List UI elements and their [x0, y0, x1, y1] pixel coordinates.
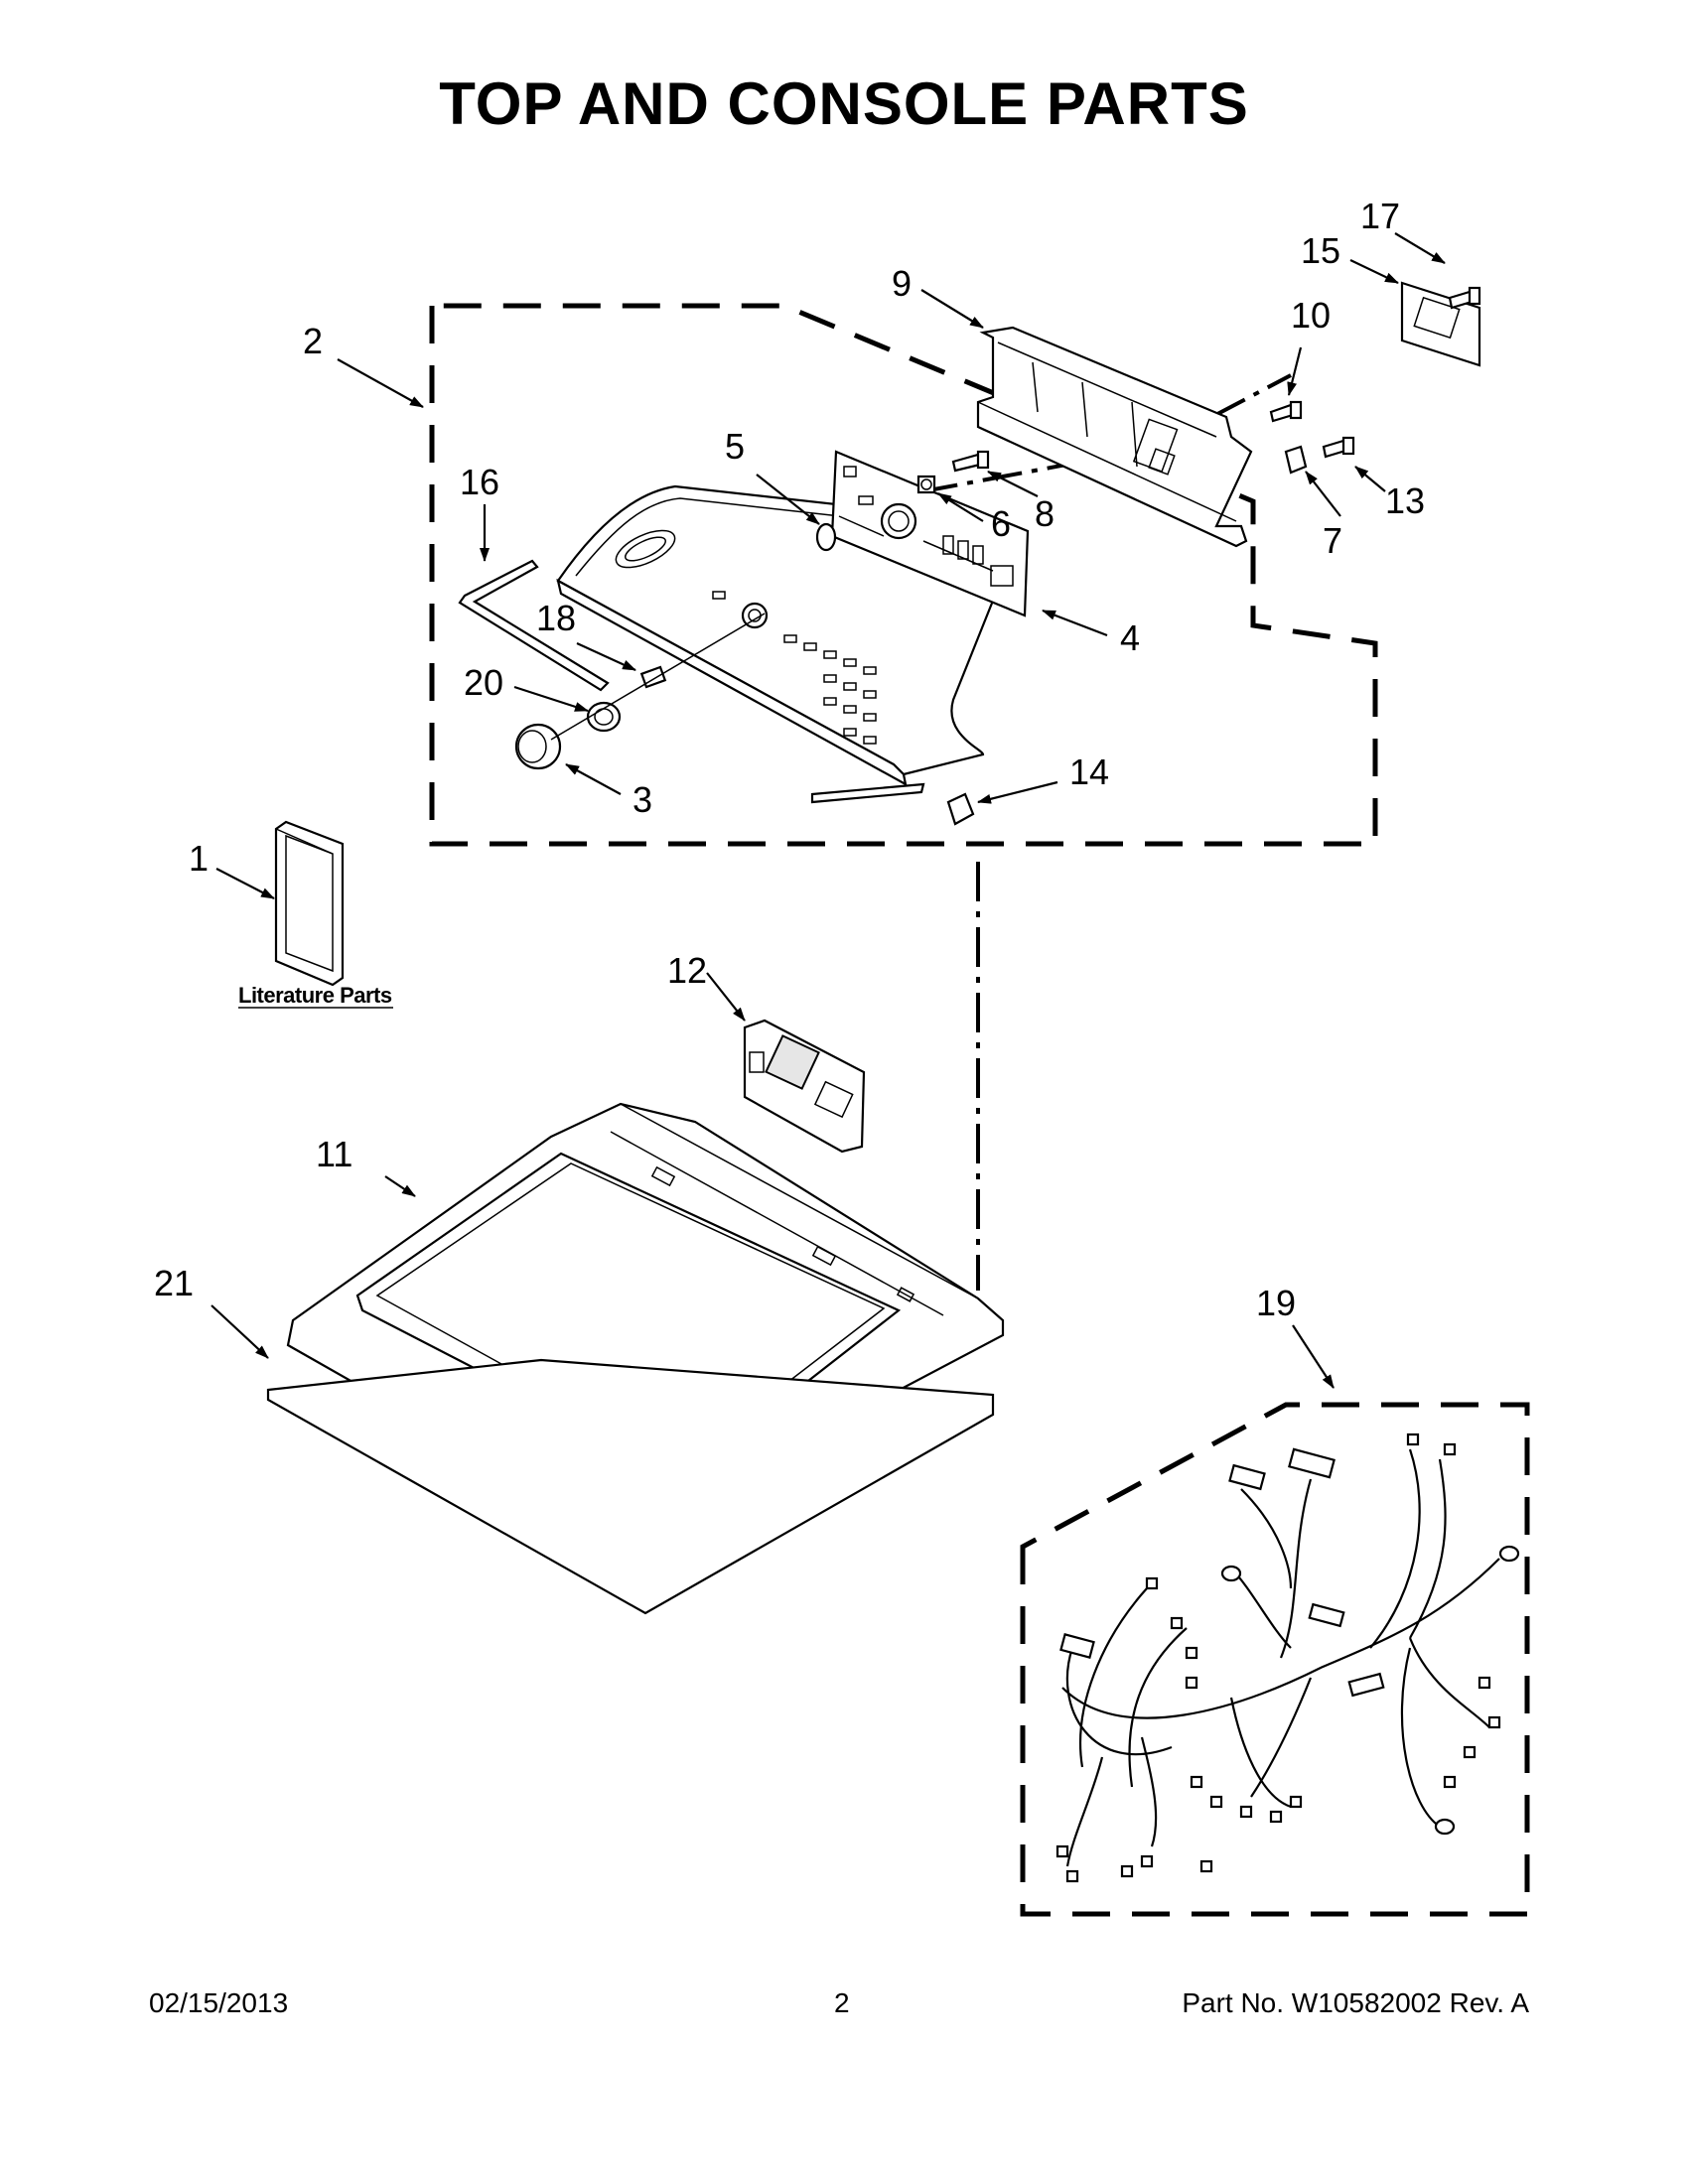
- callout-15: 15: [1301, 230, 1340, 271]
- part-5-lens: [815, 522, 837, 552]
- callout-2: 2: [303, 321, 323, 361]
- callout-leaders: [211, 232, 1446, 1389]
- literature-parts-label: Literature Parts: [238, 983, 392, 1008]
- callout-16: 16: [460, 462, 499, 502]
- part-9-console-bracket: [976, 326, 1253, 548]
- part-12-control-board: [743, 1019, 866, 1154]
- callout-9: 9: [892, 263, 912, 304]
- console-assembly-boundary: [429, 303, 1378, 847]
- part-19-wire-harness: [1055, 1433, 1520, 1883]
- callout-3: 3: [633, 779, 652, 820]
- callout-6: 6: [991, 503, 1011, 544]
- part-13-screw: [1322, 436, 1355, 459]
- part-3-knob: [514, 723, 562, 770]
- callout-13: 13: [1385, 480, 1425, 521]
- callout-12: 12: [667, 950, 707, 991]
- part-14-clip: [946, 792, 975, 826]
- callout-8: 8: [1035, 493, 1055, 534]
- callout-10: 10: [1291, 295, 1331, 336]
- callout-17: 17: [1360, 196, 1400, 236]
- callout-20: 20: [464, 662, 503, 703]
- part-1-literature: [274, 820, 345, 987]
- callout-19: 19: [1256, 1283, 1296, 1323]
- callout-4: 4: [1120, 617, 1140, 658]
- part-20-knob-ring: [586, 701, 622, 733]
- footer-part-number: Part No. W10582002 Rev. A: [1182, 1987, 1529, 2018]
- knob-shaft-line: [550, 613, 766, 741]
- callout-1: 1: [189, 838, 209, 879]
- wire-harness-boundary: [1020, 1402, 1530, 1917]
- callout-11: 11: [316, 1134, 352, 1174]
- part-10-screw: [1269, 400, 1303, 423]
- part-4-ui-board: [830, 450, 1030, 617]
- part-16-end-cap: [458, 559, 610, 692]
- footer-date: 02/15/2013: [149, 1987, 289, 2018]
- part-21-insulation-pad: [266, 1358, 995, 1615]
- callout-14: 14: [1069, 751, 1109, 792]
- callout-7: 7: [1323, 520, 1342, 561]
- part-17-screw: [1448, 286, 1481, 310]
- page-title: TOP AND CONSOLE PARTS: [439, 70, 1249, 137]
- callout-5: 5: [725, 426, 745, 467]
- callout-18: 18: [536, 598, 576, 638]
- part-8-screw: [951, 450, 990, 473]
- part-6-encoder: [916, 475, 936, 494]
- footer-page-number: 2: [834, 1987, 850, 2018]
- part-7-clip: [1284, 445, 1308, 475]
- callout-21: 21: [154, 1263, 194, 1303]
